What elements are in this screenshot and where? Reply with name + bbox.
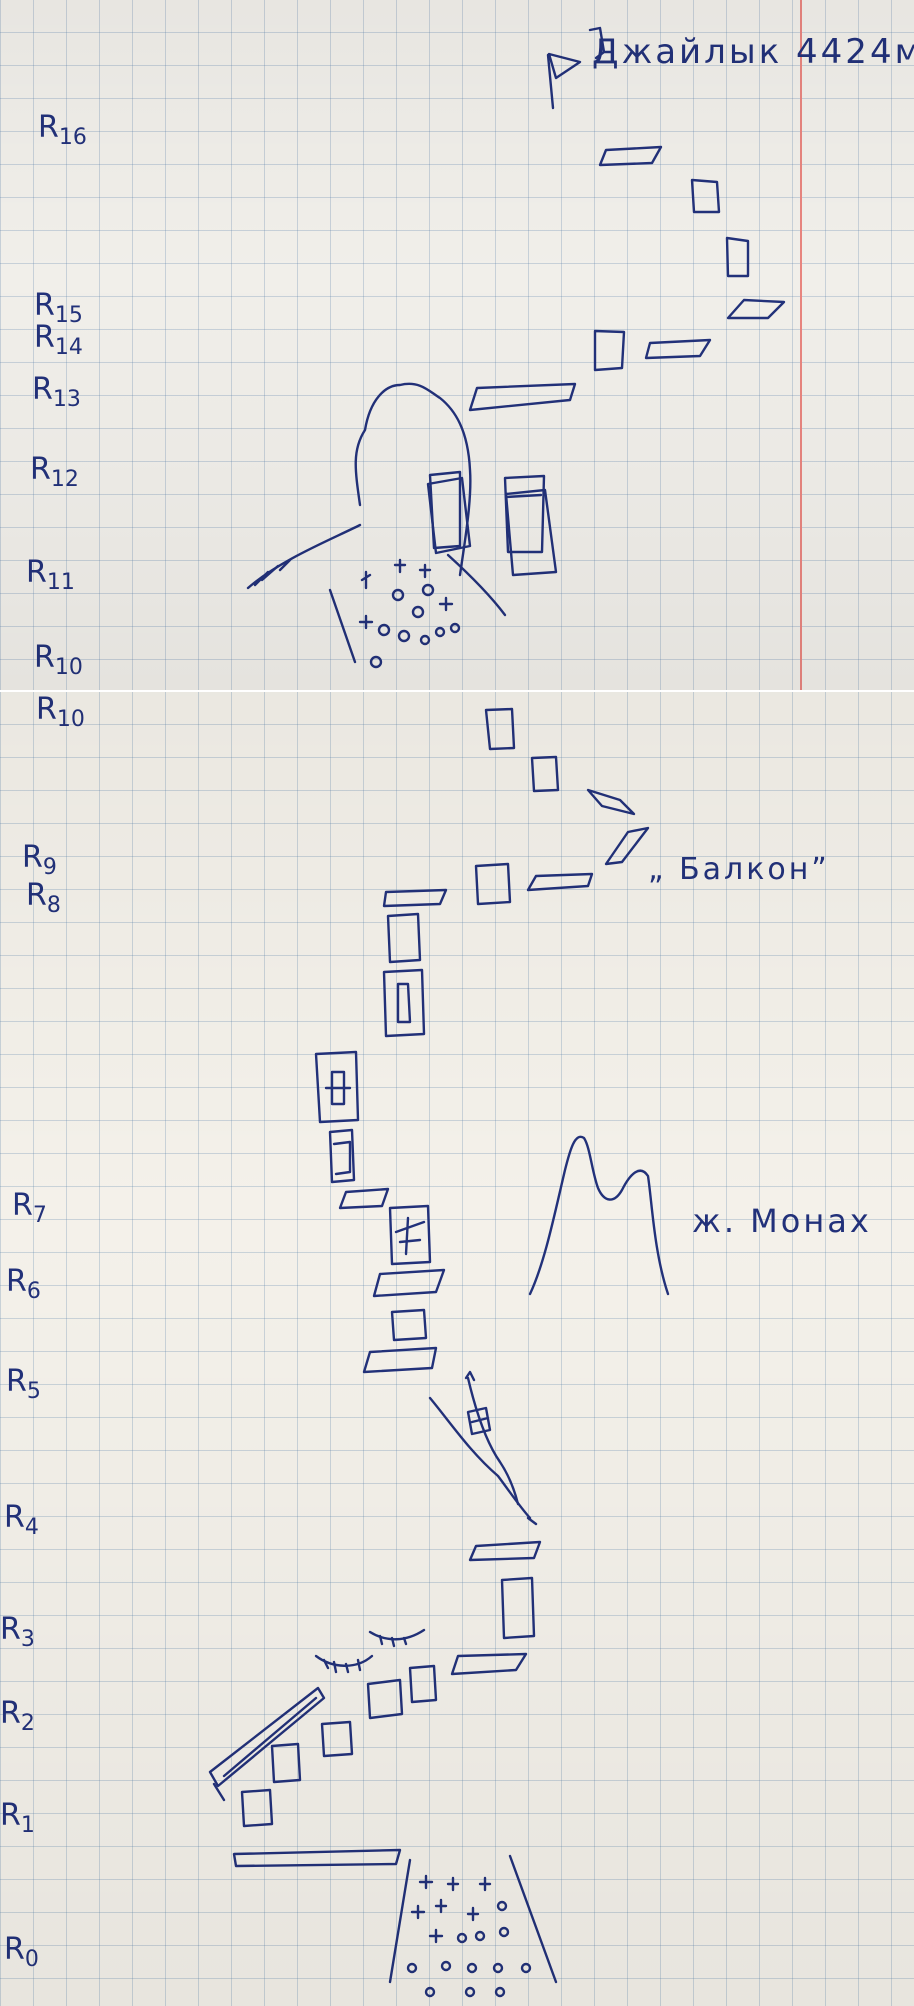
route-label-r0: R0 xyxy=(4,1932,39,1972)
monk-rock-sketch xyxy=(528,1135,670,1296)
monk-label: ж. Монах xyxy=(692,1202,872,1240)
bottom-sketch xyxy=(208,707,670,1998)
route-pitches-lower xyxy=(208,707,650,1998)
route-label-r6: R6 xyxy=(6,1264,41,1304)
route-label-r3: R3 xyxy=(0,1612,35,1652)
route-label-r14: R14 xyxy=(34,320,83,360)
route-pitches-upper xyxy=(426,145,786,577)
route-label-r13: R13 xyxy=(32,372,81,412)
route-label-r9: R9 xyxy=(22,840,57,880)
summit-flag-icon xyxy=(546,26,614,110)
route-label-r12: R12 xyxy=(30,452,79,492)
margin-line xyxy=(800,0,802,690)
bottom-photo: „ Балкон” ж. Монах R10 R9 R8 R7 R6 R5 R4… xyxy=(0,692,914,2006)
route-label-r5: R5 xyxy=(6,1364,41,1404)
summit-label: Джайлык 4424м xyxy=(592,32,914,72)
route-label-r8: R8 xyxy=(26,878,61,918)
route-label-r7: R7 xyxy=(12,1188,47,1228)
route-label-r10-top: R10 xyxy=(34,640,83,680)
tree-sketch xyxy=(354,382,472,577)
top-sketch xyxy=(246,26,786,669)
route-label-r2: R2 xyxy=(0,1696,35,1736)
route-label-r11: R11 xyxy=(26,555,75,595)
scree-slope xyxy=(246,523,507,669)
route-label-r4: R4 xyxy=(4,1500,39,1540)
balcony-label: „ Балкон” xyxy=(648,852,830,887)
route-label-r10-bottom: R10 xyxy=(36,692,85,732)
top-photo: Джайлык 4424м R16 R15 R14 R13 R12 R11 R1… xyxy=(0,0,914,690)
route-label-r15: R15 xyxy=(34,288,83,328)
route-label-r16: R16 xyxy=(38,110,87,150)
photo-seam xyxy=(0,690,914,692)
route-label-r1: R1 xyxy=(0,1798,35,1838)
